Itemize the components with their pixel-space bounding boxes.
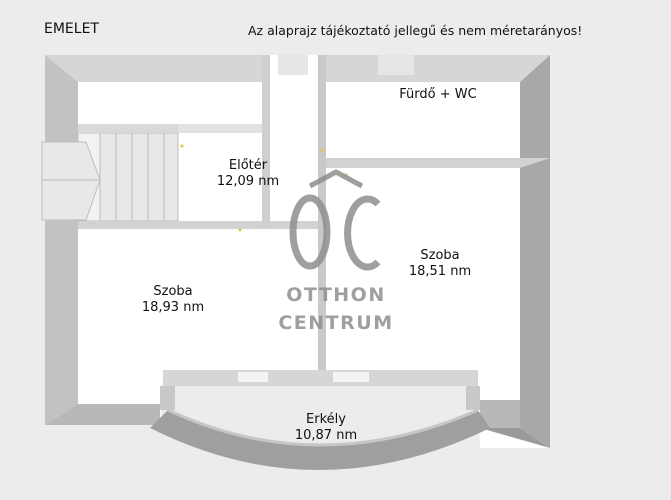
room-name: Szoba — [420, 248, 460, 263]
room-area: 18,51 nm — [408, 264, 472, 279]
room-name: Erkély — [306, 412, 346, 427]
watermark-line1: OTTHON — [286, 284, 386, 306]
watermark-logo — [289, 169, 381, 271]
floor-label: EMELET — [44, 21, 99, 37]
room-area: 10,87 nm — [294, 428, 358, 443]
room-hallway: Előtér 12,09 nm — [178, 158, 318, 190]
interior-walls — [78, 55, 550, 378]
room-bedroom-right: Szoba 18,51 nm — [370, 248, 510, 280]
balcony — [150, 370, 490, 470]
room-name: Fürdő + WC — [399, 87, 477, 102]
staircase — [41, 132, 179, 222]
disclaimer-note: Az alaprajz tájékoztató jellegű és nem m… — [248, 23, 583, 38]
room-name: Szoba — [153, 284, 193, 299]
room-bathroom: Fürdő + WC — [368, 87, 508, 103]
room-balcony: Erkély 10,87 nm — [256, 412, 396, 444]
room-name: Előtér — [228, 158, 268, 173]
room-bedroom-left: Szoba 18,93 nm — [103, 284, 243, 316]
room-area: 12,09 nm — [216, 174, 280, 189]
room-area: 18,93 nm — [141, 300, 205, 315]
watermark-line2: CENTRUM — [278, 312, 394, 334]
